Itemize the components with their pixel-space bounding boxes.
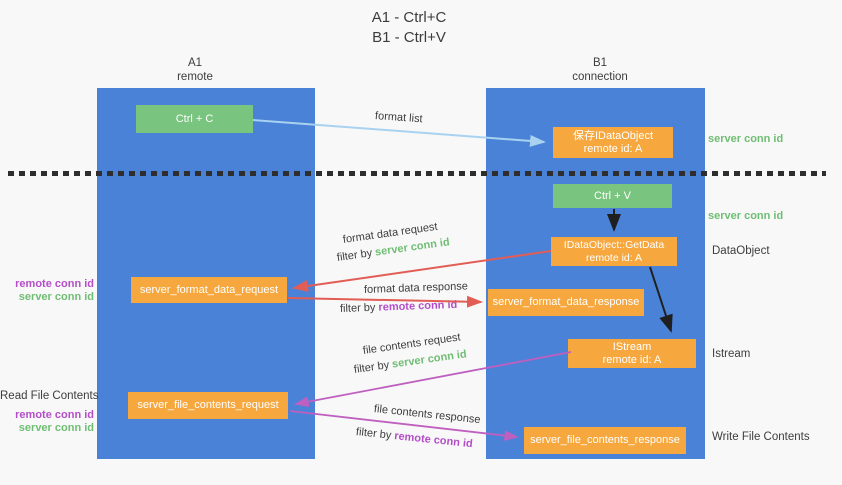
node-ctrl-v: Ctrl + V — [553, 184, 672, 208]
left-conn-id-block-lower: Read File Contents remote conn id server… — [0, 390, 99, 435]
filter-by-text: filter by — [336, 247, 373, 264]
label-file-contents-response: file contents response — [373, 403, 482, 427]
remote-conn-id-text: remote conn id — [393, 430, 474, 451]
diagram-title: A1 - Ctrl+C B1 - Ctrl+V — [329, 8, 489, 48]
lane-b1-role: connection — [572, 71, 628, 83]
lane-a1-role: remote — [177, 71, 213, 83]
filter-by-text: filter by — [339, 301, 376, 315]
lane-b1-name: B1 — [592, 57, 608, 69]
node-file-request-label: server_file_contents_request — [137, 399, 279, 411]
lane-header-b1: B1 connection — [550, 56, 650, 84]
label-format-data-response: format data response — [363, 280, 469, 296]
node-istream: IStream remote id: A — [568, 339, 696, 368]
label-dataobject: DataObject — [712, 245, 770, 257]
node-getdata-line2: remote id: A — [585, 251, 643, 264]
label-remote-conn-id-upper: remote conn id — [15, 278, 94, 290]
node-getdata-line1: IDataObject::GetData — [563, 238, 665, 251]
label-istream: Istream — [712, 348, 751, 360]
label-format-list: format list — [374, 110, 423, 126]
lane-header-a1: A1 remote — [145, 56, 245, 84]
node-server-format-data-request: server_format_data_request — [131, 277, 287, 303]
server-conn-id-text: server conn id — [391, 348, 468, 371]
node-save-idataobject-line2: remote id: A — [583, 142, 643, 155]
node-ctrl-c: Ctrl + C — [136, 105, 253, 133]
machine-boundary-dotted-line — [8, 171, 826, 176]
node-idataobject-getdata: IDataObject::GetData remote id: A — [551, 237, 677, 266]
node-file-response-label: server_file_contents_response — [530, 434, 680, 446]
filter-by-text: filter by — [353, 359, 390, 376]
node-save-idataobject: 保存IDataObject remote id: A — [553, 127, 673, 158]
node-server-file-contents-request: server_file_contents_request — [128, 392, 288, 419]
label-server-conn-id-mid: server conn id — [708, 210, 784, 222]
node-istream-line2: remote id: A — [602, 353, 662, 366]
node-ctrl-v-label: Ctrl + V — [594, 189, 631, 202]
label-remote-conn-id-lower: remote conn id — [15, 409, 94, 421]
node-format-request-label: server_format_data_request — [139, 283, 279, 296]
filter-by-text: filter by — [355, 426, 392, 442]
node-istream-line1: IStream — [612, 340, 652, 353]
left-conn-id-block-upper: remote conn id server conn id — [0, 278, 94, 304]
label-read-file-contents: Read File Contents — [0, 390, 99, 402]
label-write-file-contents: Write File Contents — [712, 431, 810, 443]
lane-a1-name: A1 — [187, 57, 203, 69]
label-server-conn-id-lower: server conn id — [18, 422, 94, 434]
node-ctrl-c-label: Ctrl + C — [175, 112, 214, 125]
node-server-file-contents-response: server_file_contents_response — [524, 427, 686, 454]
label-server-conn-id-upper: server conn id — [18, 291, 94, 303]
remote-conn-id-text: remote conn id — [378, 298, 458, 314]
node-server-format-data-response: server_format_data_response — [488, 289, 644, 316]
node-save-idataobject-line1: 保存IDataObject — [572, 129, 654, 142]
title-line-ctrl-c: A1 - Ctrl+C — [371, 9, 447, 26]
title-line-ctrl-v: B1 - Ctrl+V — [372, 29, 446, 46]
node-format-response-label: server_format_data_response — [492, 296, 640, 308]
label-server-conn-id-top: server conn id — [708, 133, 784, 145]
